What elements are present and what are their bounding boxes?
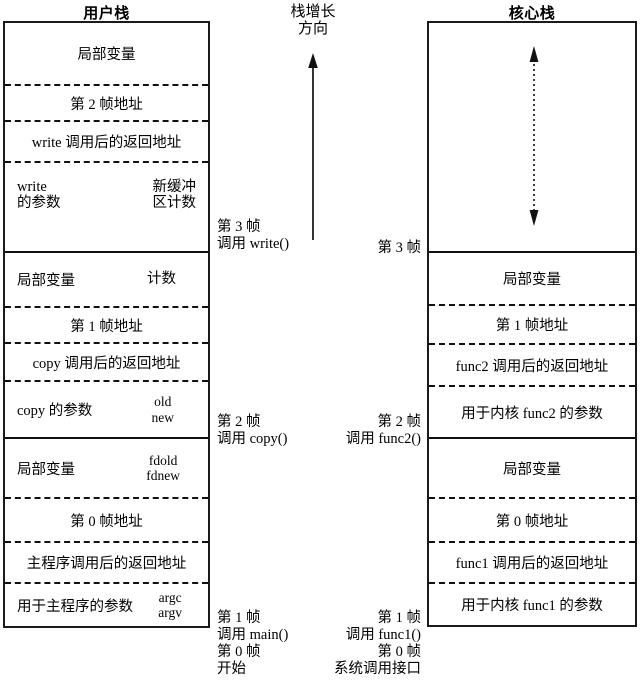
cell-label: 第 2 帧地址 — [70, 96, 143, 113]
cell-var: 新缓冲 — [152, 178, 197, 195]
user-frame-note-2: 第 2 帧 调用 copy() — [217, 414, 327, 448]
user-stack-cell: 第 2 帧地址 — [5, 84, 208, 120]
cell-label: 局部变量 — [503, 461, 561, 478]
cell-vars: fdold fdnew — [146, 453, 180, 483]
user-stack-cell: copy 的参数 old new — [5, 380, 208, 437]
cell-label: write 的参数 — [17, 179, 61, 211]
cell-label: 用于主程序的参数 — [17, 598, 133, 615]
up-arrow-icon — [308, 53, 318, 240]
user-stack-cell: copy 调用后的返回地址 — [5, 342, 208, 380]
frame-note-line: 调用 write() — [217, 236, 290, 253]
kernel-stack-cell: 用于内核 func2 的参数 — [429, 385, 635, 437]
frame-note-line: 第 0 帧 — [217, 644, 261, 661]
cell-var: 计数 — [147, 271, 176, 288]
growth-label-line1: 栈增长 — [290, 4, 336, 20]
cell-var: old — [154, 394, 172, 410]
user-stack-cell: write 调用后的返回地址 — [5, 120, 208, 161]
user-stack-cell: 局部变量 fdold fdnew — [5, 437, 208, 497]
cell-label: 主程序调用后的返回地址 — [26, 556, 187, 572]
cell-label: 第 0 帧地址 — [495, 513, 569, 530]
cell-label: copy 的参数 — [17, 403, 93, 419]
cell-vars: 计数 — [147, 271, 176, 287]
kernel-stack-cell: 局部变量 — [429, 437, 635, 497]
cell-label: 局部变量 — [77, 47, 136, 63]
cell-label: func2 调用后的返回地址 — [455, 358, 609, 375]
kernel-stack-cell: func2 调用后的返回地址 — [429, 343, 635, 385]
user-stack-cell: write 的参数 新缓冲 区计数 — [5, 161, 208, 227]
cell-var: argv — [158, 605, 182, 620]
frame-note-line: 系统调用接口 — [334, 661, 421, 678]
cell-label: 局部变量 — [17, 461, 75, 478]
frame-note-line: 调用 func1() — [345, 627, 421, 644]
frame-note-line: 第 3 帧 — [377, 240, 422, 256]
frame-note-line: 调用 func2() — [345, 431, 421, 448]
cell-var: argc — [158, 589, 182, 605]
user-stack-cell: 第 0 帧地址 — [5, 497, 208, 541]
kernel-stack-cell: 用于内核 func1 的参数 — [429, 582, 635, 625]
cell-label: 局部变量 — [503, 272, 561, 288]
user-stack-cell: 用于主程序的参数 argc argv — [5, 582, 208, 626]
kernel-frame-note-2: 第 2 帧 调用 func2() — [300, 414, 421, 448]
frame-note-line: 调用 main() — [217, 627, 289, 644]
cell-label: func1 调用后的返回地址 — [455, 556, 609, 572]
user-stack-cell: 第 1 帧地址 — [5, 306, 208, 342]
kernel-stack-cell: func1 调用后的返回地址 — [429, 541, 635, 582]
frame-note-line: 第 2 帧 — [217, 414, 261, 430]
frame-note-line: 第 0 帧 — [377, 644, 422, 661]
user-frame-note-1: 第 1 帧 调用 main() 第 0 帧 开始 — [217, 610, 337, 678]
frame-note-line: 第 2 帧 — [377, 414, 422, 430]
cell-label-line: 的参数 — [17, 195, 61, 211]
user-stack-box: 局部变量 第 2 帧地址 write 调用后的返回地址 write 的参数 新缓… — [3, 21, 210, 628]
cell-label: 第 1 帧地址 — [70, 318, 143, 335]
kernel-stack-title: 核心栈 — [508, 6, 556, 22]
cell-label-line: write — [17, 178, 47, 195]
frame-note-line: 开始 — [217, 661, 246, 678]
stack-growth-direction-label: 栈增长 方向 — [258, 4, 368, 39]
cell-label: 用于内核 func1 的参数 — [461, 598, 603, 614]
cell-vars: argc argv — [158, 590, 182, 620]
frame-note-line: 第 3 帧 — [217, 219, 261, 235]
cell-label: write 调用后的返回地址 — [31, 135, 182, 151]
cell-label: copy 调用后的返回地址 — [32, 355, 181, 372]
user-stack-cell: 局部变量 计数 — [5, 251, 208, 306]
cell-vars: old new — [152, 394, 175, 424]
user-frame-note-3: 第 3 帧 调用 write() — [217, 219, 327, 253]
kernel-stack-cell: 第 0 帧地址 — [429, 497, 635, 541]
cell-label: 用于内核 func2 的参数 — [461, 405, 603, 422]
growth-label-line2: 方向 — [297, 21, 328, 38]
cell-var: fdnew — [146, 468, 180, 483]
cell-var: fdold — [148, 452, 178, 468]
kernel-stack-cell: 局部变量 — [429, 251, 635, 304]
user-stack-title: 用户栈 — [83, 6, 130, 22]
kernel-frame-note-1: 第 1 帧 调用 func1() 第 0 帧 系统调用接口 — [295, 610, 421, 678]
kernel-stack-cell: 第 1 帧地址 — [429, 304, 635, 343]
user-stack-cell: 局部变量 — [5, 23, 208, 84]
cell-var: new — [151, 409, 175, 425]
user-stack-cell: 主程序调用后的返回地址 — [5, 541, 208, 582]
cell-label: 第 1 帧地址 — [495, 318, 569, 334]
kernel-stack-box: 局部变量 第 1 帧地址 func2 调用后的返回地址 用于内核 func2 的… — [427, 21, 637, 627]
cell-label: 第 0 帧地址 — [70, 513, 143, 530]
frame-note-line: 调用 copy() — [217, 431, 288, 448]
kernel-frame-note-3: 第 3 帧 — [315, 240, 422, 257]
cell-var: 区计数 — [152, 195, 197, 211]
cell-label: 局部变量 — [17, 273, 75, 289]
double-headed-dashed-arrow-icon — [529, 46, 539, 226]
frame-note-line: 第 1 帧 — [217, 610, 261, 626]
cell-vars: 新缓冲 区计数 — [153, 179, 197, 211]
frame-note-line: 第 1 帧 — [377, 610, 422, 626]
